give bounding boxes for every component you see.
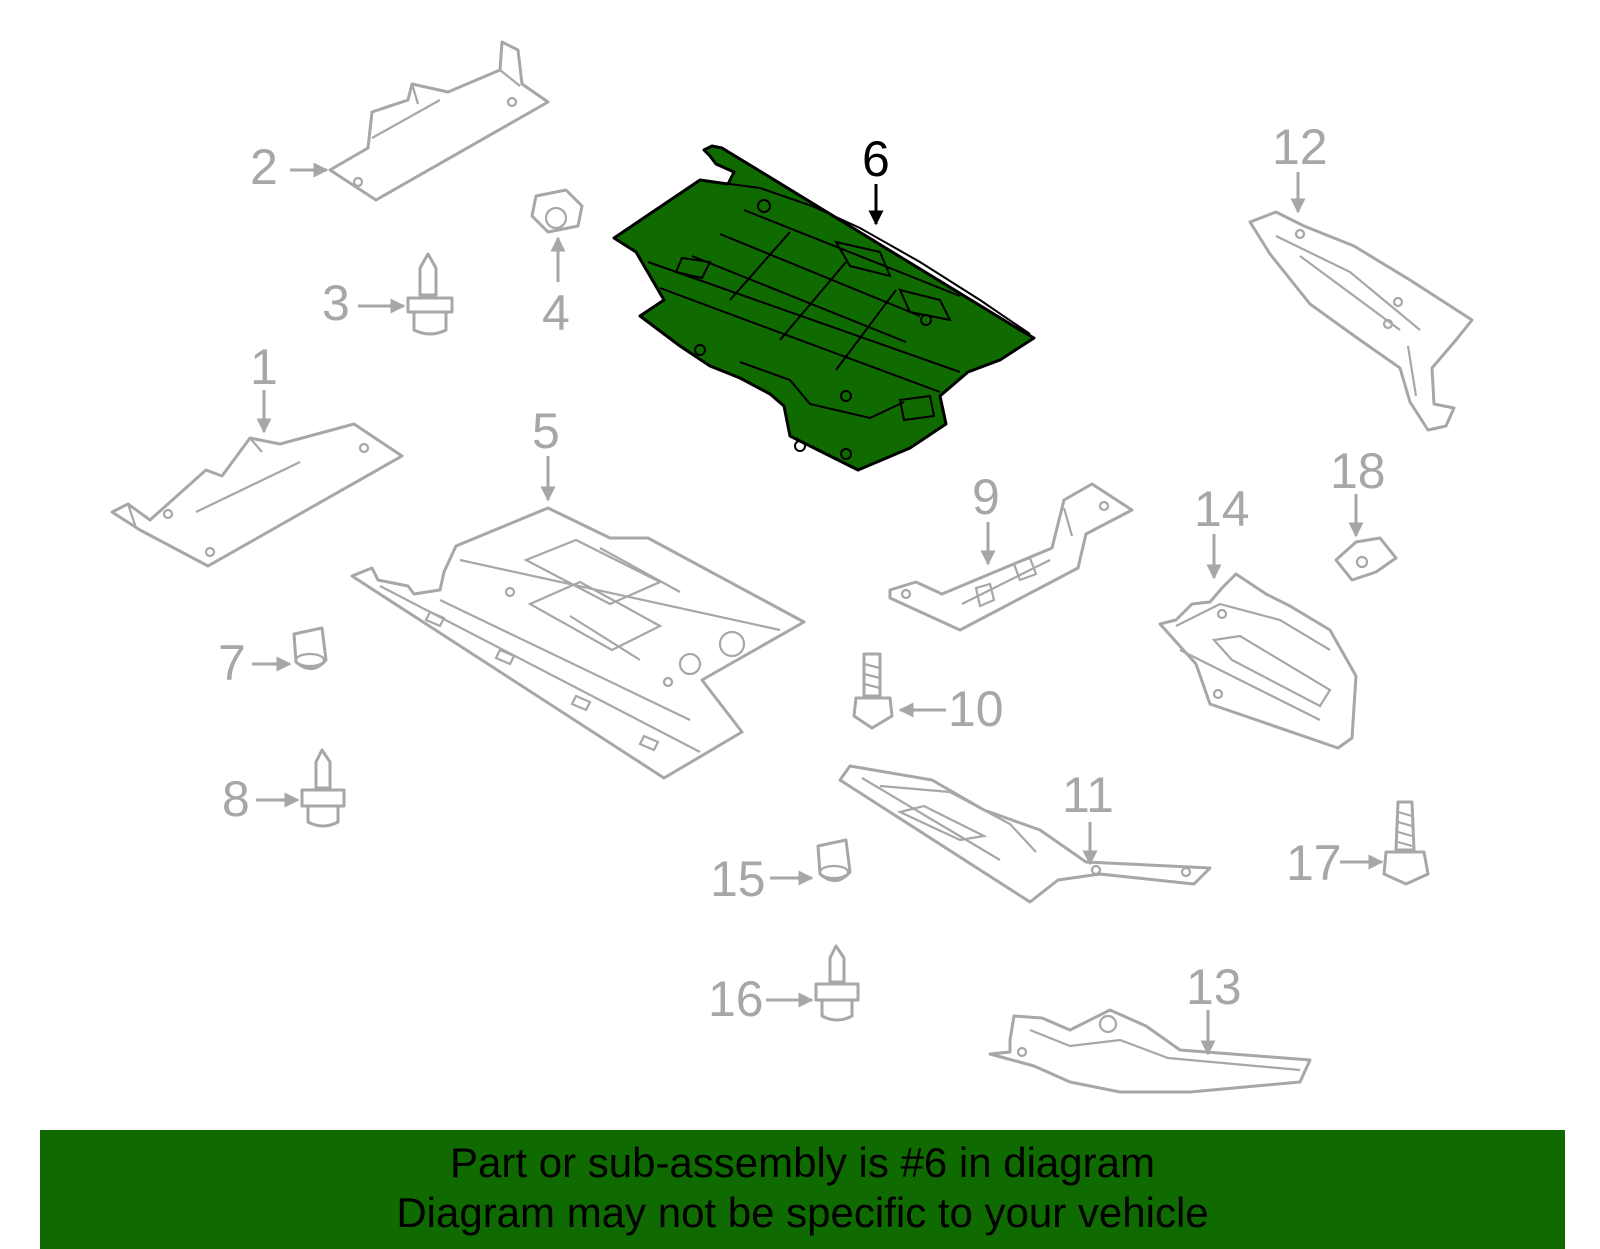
svg-text:13: 13 — [1186, 959, 1242, 1015]
part-10-bolt[interactable] — [852, 652, 894, 730]
part-16-clip[interactable] — [814, 944, 860, 1022]
callout-13: 13 — [1186, 959, 1242, 1056]
info-banner: Part or sub-assembly is #6 in diagram Di… — [40, 1130, 1565, 1249]
svg-text:16: 16 — [708, 971, 764, 1027]
callout-8: 8 — [222, 771, 300, 827]
banner-line-1: Part or sub-assembly is #6 in diagram — [450, 1139, 1155, 1186]
part-11-shield[interactable] — [838, 764, 1212, 904]
svg-text:4: 4 — [542, 285, 570, 341]
svg-text:5: 5 — [532, 403, 560, 459]
svg-text:10: 10 — [948, 681, 1004, 737]
part-13-bracket[interactable] — [988, 1008, 1312, 1094]
callout-10: 10 — [898, 681, 1004, 737]
callout-12: 12 — [1272, 119, 1328, 214]
part-12-shield[interactable] — [1248, 210, 1474, 432]
callout-7: 7 — [218, 635, 292, 691]
part-6-splash-shield[interactable] — [612, 144, 1036, 472]
callout-11: 11 — [1062, 767, 1114, 866]
part-4-nut[interactable] — [530, 188, 584, 234]
svg-text:14: 14 — [1194, 481, 1250, 537]
svg-text:9: 9 — [972, 469, 1000, 525]
part-5-shield[interactable] — [350, 506, 806, 780]
callout-6: 6 — [862, 131, 890, 226]
svg-text:15: 15 — [710, 851, 766, 907]
callout-18: 18 — [1330, 443, 1386, 538]
part-14-shield[interactable] — [1158, 572, 1358, 750]
callout-15: 15 — [710, 851, 814, 907]
callout-9: 9 — [972, 469, 1000, 566]
callout-17: 17 — [1286, 835, 1384, 891]
svg-text:3: 3 — [322, 275, 350, 331]
svg-text:7: 7 — [218, 635, 246, 691]
callout-2: 2 — [250, 139, 329, 195]
part-7-grommet[interactable] — [292, 626, 328, 670]
svg-text:1: 1 — [250, 339, 278, 395]
svg-text:17: 17 — [1286, 835, 1342, 891]
svg-text:2: 2 — [250, 139, 278, 195]
part-8-clip[interactable] — [300, 748, 346, 828]
callout-4: 4 — [542, 236, 570, 341]
part-2-shield[interactable] — [328, 40, 550, 202]
parts-diagram: 2 3 4 6 — [110, 40, 1474, 1094]
part-15-grommet[interactable] — [816, 838, 852, 882]
callout-16: 16 — [708, 971, 814, 1027]
svg-text:12: 12 — [1272, 119, 1328, 175]
svg-text:8: 8 — [222, 771, 250, 827]
banner-line-2: Diagram may not be specific to your vehi… — [396, 1189, 1209, 1236]
part-3-clip[interactable] — [406, 252, 454, 336]
part-18-bracket[interactable] — [1334, 536, 1398, 582]
callout-3: 3 — [322, 275, 406, 331]
svg-text:11: 11 — [1062, 767, 1114, 823]
svg-text:18: 18 — [1330, 443, 1386, 499]
callout-14: 14 — [1194, 481, 1250, 580]
part-9-bracket[interactable] — [888, 482, 1134, 632]
callout-1: 1 — [250, 339, 278, 434]
callout-5: 5 — [532, 403, 560, 502]
svg-text:6: 6 — [862, 131, 890, 187]
part-17-screw[interactable] — [1382, 800, 1430, 886]
part-1-shield[interactable] — [110, 422, 404, 568]
